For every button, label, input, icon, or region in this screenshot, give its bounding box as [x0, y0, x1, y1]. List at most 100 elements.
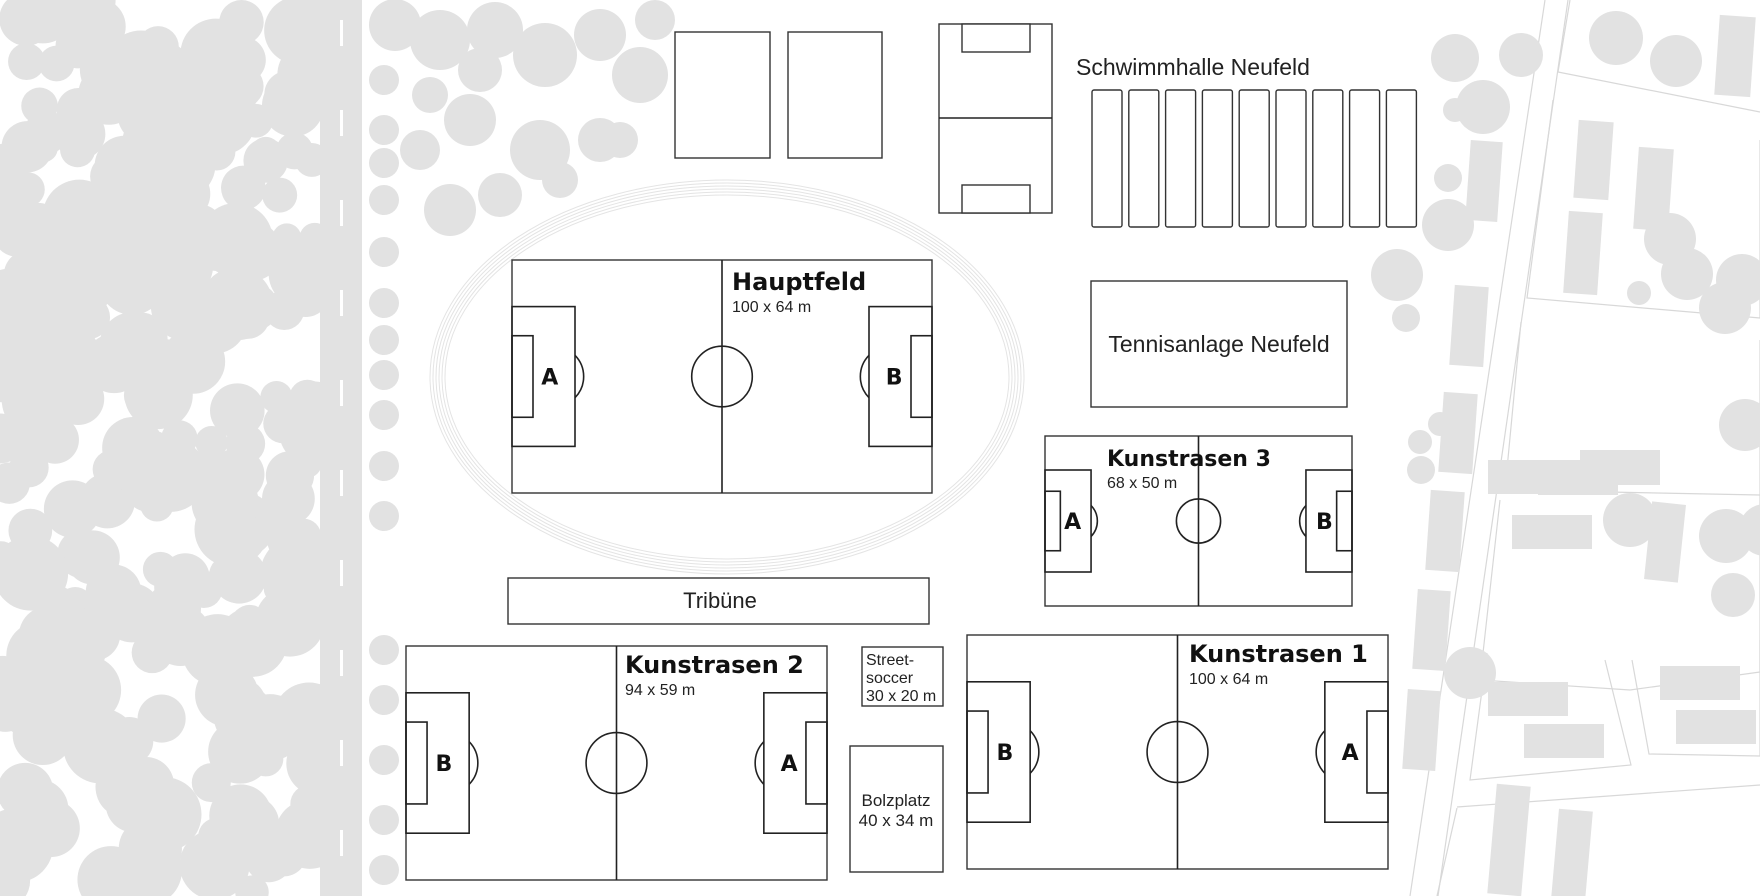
residential-area — [1371, 0, 1760, 896]
track-lane — [429, 179, 1025, 575]
tree-icon — [1456, 80, 1510, 134]
tree-icon — [1408, 430, 1432, 454]
building — [1425, 489, 1465, 573]
tree-icon — [140, 236, 172, 267]
tree-icon — [211, 866, 240, 896]
field-size: 100 x 64 m — [732, 299, 811, 316]
tree-icon — [261, 74, 325, 137]
road-dash — [340, 290, 343, 316]
tree-icon — [10, 0, 75, 44]
penalty-arc-right — [1298, 504, 1307, 538]
center-circle — [690, 345, 754, 408]
center-circle — [1175, 498, 1222, 544]
building — [1402, 688, 1441, 772]
tree-icon — [27, 304, 68, 345]
tree-icon — [1428, 412, 1452, 436]
streetsoccer[interactable]: Street- soccer 30 x 20 m — [861, 646, 944, 707]
goal-label-right: A — [1342, 741, 1359, 766]
swimming-lane — [1128, 89, 1160, 228]
field-size: 94 x 59 m — [625, 682, 695, 699]
tennisanlage[interactable]: Tennisanlage Neufeld — [1090, 280, 1348, 408]
tree-icon — [1371, 249, 1423, 301]
tree-icon — [105, 717, 154, 766]
tree-icon — [245, 834, 293, 883]
forest-area — [0, 0, 354, 896]
tree-icon — [137, 42, 172, 77]
schwimmhalle[interactable]: Schwimmhalle Neufeld — [1076, 54, 1418, 228]
swimming-lane — [1201, 89, 1234, 228]
tree-icon — [9, 447, 49, 488]
tree-icon — [1434, 164, 1462, 192]
tree-icon — [8, 43, 45, 81]
court-left[interactable] — [674, 31, 771, 159]
road — [320, 0, 362, 896]
tree-icon — [13, 767, 52, 806]
tree-row — [369, 65, 399, 885]
goal-label-left: A — [541, 366, 558, 391]
tree-icon — [369, 288, 399, 318]
property-lot — [1504, 321, 1760, 496]
tree-icon — [1407, 456, 1435, 484]
goal-area-right — [1335, 490, 1353, 552]
track-lane — [438, 188, 1016, 566]
goal-area-right — [910, 334, 933, 419]
property-lot — [1557, 0, 1760, 113]
goal-area-left — [966, 710, 989, 794]
field-name: Kunstrasen 3 — [1107, 447, 1271, 472]
tree-icon — [225, 423, 266, 464]
road-dash — [340, 110, 343, 136]
tree-icon — [612, 47, 668, 103]
bolzplatz-size: 40 x 34 m — [859, 811, 934, 830]
penalty-arc-left — [1029, 730, 1040, 774]
tree-icon — [84, 333, 144, 394]
goal-area-left — [1044, 490, 1062, 552]
tree-icon — [262, 177, 298, 213]
schwimmhalle-label: Schwimmhalle Neufeld — [1076, 54, 1310, 80]
swimming-lane — [1275, 89, 1307, 228]
tree-icon — [0, 697, 20, 728]
bolzplatz[interactable]: Bolzplatz 40 x 34 m — [849, 745, 944, 873]
property-lot — [1436, 807, 1458, 896]
goal-label-left: B — [996, 741, 1013, 766]
tree-icon — [513, 23, 577, 87]
swimming-lane — [1348, 89, 1381, 228]
road-dash — [340, 830, 343, 856]
tree-icon — [52, 198, 99, 245]
goal-label-left: B — [435, 752, 452, 777]
tree-icon — [31, 416, 79, 464]
tree-icon — [191, 469, 259, 537]
tribuene[interactable]: Tribüne — [507, 577, 930, 625]
goal-label-left: A — [1064, 510, 1081, 535]
building — [1512, 515, 1592, 549]
road-center-dashes — [340, 20, 343, 856]
tree-icon — [262, 472, 315, 526]
tree-icon — [1392, 304, 1420, 332]
building — [1551, 808, 1593, 896]
tree-icon — [1661, 248, 1713, 300]
tribuene-label: Tribüne — [683, 588, 757, 613]
tree-icon — [38, 45, 75, 82]
tree-icon — [369, 360, 399, 390]
property-lot — [1631, 640, 1760, 757]
tree-icon — [1711, 573, 1755, 617]
goal-label-right: A — [781, 752, 798, 777]
track-lane — [444, 194, 1010, 560]
small-pitch-vertical[interactable] — [938, 23, 1053, 214]
tree-icon — [210, 383, 265, 438]
tree-icon — [1627, 281, 1651, 305]
road-dash — [340, 740, 343, 766]
tree-icon — [146, 581, 201, 636]
tree-icon — [264, 0, 333, 65]
tree-icon — [120, 451, 182, 513]
tree-icon — [43, 480, 102, 538]
road-dash — [340, 20, 343, 46]
court-right[interactable] — [787, 31, 883, 159]
tree-icon — [1422, 199, 1474, 251]
tree-icon — [15, 237, 75, 297]
tree-icon — [129, 338, 197, 406]
